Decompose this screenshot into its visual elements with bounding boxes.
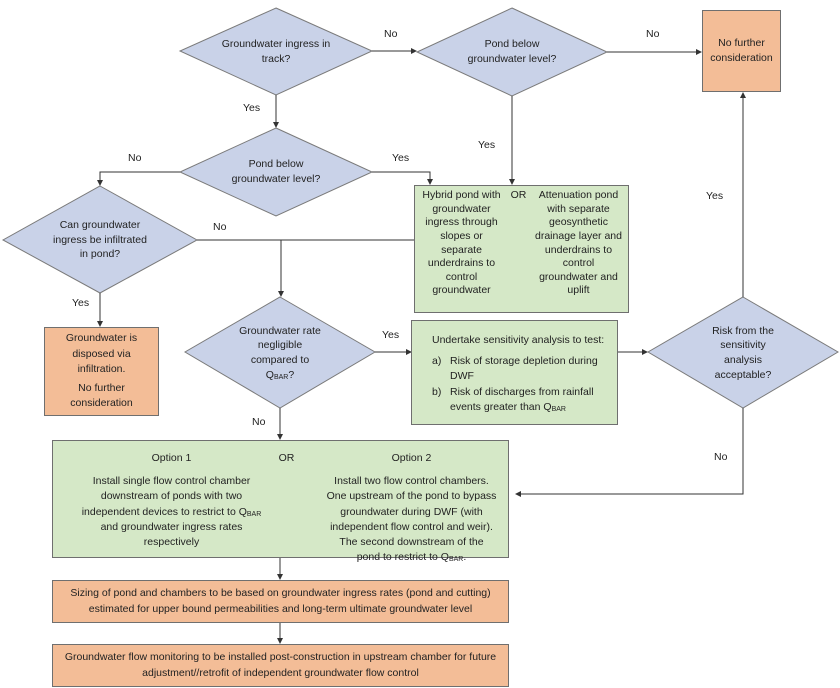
box-flow-control-options: Option 1 Install single flow control cha… — [52, 440, 509, 563]
arrow-d3-no — [97, 171, 180, 186]
q-symbol: Q — [440, 551, 449, 564]
label-d3-yes: Yes — [392, 152, 410, 164]
label-d2-no: No — [646, 28, 660, 40]
hybrid-pond-text: Hybrid pond with groundwater ingress thr… — [422, 189, 501, 297]
label-can-no: No — [213, 221, 227, 233]
item-a-text: Risk of storage depletion during DWF — [450, 355, 598, 383]
sensitivity-item-a: a) Risk of storage depletion during DWF — [432, 354, 607, 384]
arrow-d3-yes — [372, 171, 433, 185]
sensitivity-title: Undertake sensitivity analysis to test: — [432, 334, 605, 346]
label-d4-yes: Yes — [382, 329, 400, 341]
decision-risk-acceptable: Risk from the sensitivity analysis accep… — [712, 324, 774, 381]
option-1-body-end: and groundwater ingress rates respective… — [100, 520, 243, 549]
box-sizing: Sizing of pond and chambers to be based … — [52, 580, 509, 623]
option-1-title: Option 1 — [151, 452, 192, 464]
decision-pond-below-2-shape — [178, 127, 374, 217]
label-d2-yes: Yes — [478, 139, 496, 151]
q-subscript: BAR — [448, 556, 464, 564]
item-b-marker: b) — [432, 385, 442, 398]
q-subscript: BAR — [551, 405, 566, 413]
box-no-further-consideration: No further consideration — [702, 10, 781, 92]
hybrid-or-label: OR — [510, 189, 527, 201]
q-subscript: BAR — [273, 373, 289, 381]
label-risk-yes: Yes — [706, 190, 724, 202]
infiltration-text: Groundwater is disposed via infiltration… — [65, 332, 138, 375]
box-infiltration: Groundwater is disposed via infiltration… — [44, 327, 159, 416]
infiltration-no-further: No further consideration — [70, 382, 133, 410]
arrow-risk-no — [515, 408, 744, 497]
option-2-body: Install two flow control chambers. One u… — [326, 475, 497, 564]
label-d4-no: No — [252, 416, 266, 428]
box-pond-options: Hybrid pond with groundwater ingress thr… — [414, 185, 629, 313]
attenuation-pond-text: Attenuation pond with separate geosynthe… — [535, 189, 622, 297]
q-symbol: Q — [238, 505, 247, 518]
label-d3-no: No — [128, 152, 142, 164]
label-d1-yes: Yes — [243, 102, 261, 114]
option-1: Option 1 Install single flow control cha… — [77, 451, 267, 550]
option-2: Option 2 Install two flow control chambe… — [327, 451, 497, 566]
q-symbol: Q — [265, 368, 274, 381]
label-risk-no: No — [714, 451, 728, 463]
q-subscript: BAR — [246, 510, 262, 518]
box-sensitivity-analysis: Undertake sensitivity analysis to test: … — [411, 320, 618, 425]
label-can-yes: Yes — [72, 297, 90, 309]
box-monitoring: Groundwater flow monitoring to be instal… — [52, 644, 509, 687]
decision-rate-negligible: Groundwater rate negligible compared to … — [236, 325, 324, 381]
option-2-text: Install two flow control chambers. One u… — [327, 474, 497, 565]
label-d1-no: No — [384, 28, 398, 40]
decision-can-infiltrate: Can groundwater ingress be infiltrated i… — [53, 218, 147, 261]
options-or-label: OR — [278, 452, 295, 464]
decision-pond-below-groundwater-1: Pond below groundwater level? — [467, 38, 557, 65]
q-symbol: Q — [543, 400, 552, 413]
option-2-body-end: . — [463, 551, 467, 564]
decision-pond-below-groundwater-2: Pond below groundwater level? — [231, 158, 321, 185]
rate-negligible-text: Groundwater rate negligible compared to — [239, 324, 321, 366]
option-1-body: Install single flow control chamber down… — [81, 475, 251, 518]
question-mark: ? — [288, 368, 295, 381]
decision-ingress-track: Groundwater ingress in track? — [221, 38, 331, 65]
item-a-marker: a) — [432, 355, 442, 368]
sensitivity-item-b: b) Risk of discharges from rainfall event… — [432, 385, 607, 415]
item-b-text: Risk of discharges from rainfall events … — [450, 385, 594, 413]
option-1-text: Install single flow control chamber down… — [77, 474, 267, 550]
option-2-title: Option 2 — [391, 452, 432, 464]
